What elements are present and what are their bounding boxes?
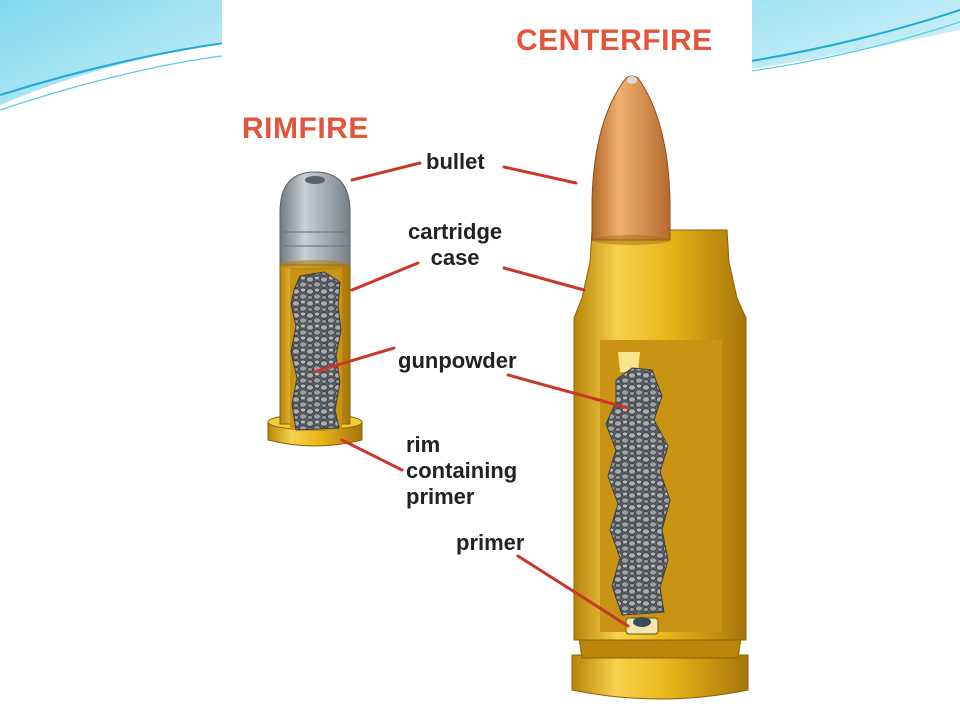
leader-rim-primer (340, 438, 404, 472)
rimfire-title: RIMFIRE (242, 112, 369, 145)
rimfire-gunpowder (290, 271, 342, 431)
centerfire-cartridge (571, 75, 749, 700)
label-primer: primer (456, 530, 525, 555)
label-rim-line2: containing (406, 458, 518, 483)
leader-bullet-rimfire (350, 161, 422, 182)
rimfire-cartridge (267, 171, 363, 447)
label-rim-containing-primer: rim containing primer (406, 432, 517, 510)
label-gunpowder: gunpowder (398, 348, 517, 373)
label-rim-line3: primer (406, 484, 475, 509)
cartridge-diagram: RIMFIRE CENTERFIRE bullet cartridge case… (222, 0, 752, 720)
centerfire-bullet (591, 75, 671, 241)
rimfire-bullet (279, 171, 351, 266)
label-cartridge-line2: case (430, 245, 480, 270)
label-rim-line1: rim (406, 432, 441, 457)
centerfire-gunpowder (605, 367, 671, 616)
label-cartridge-case: cartridge case (408, 219, 502, 271)
leader-case-centerfire (502, 266, 586, 292)
leader-case-rimfire (350, 261, 420, 292)
label-cartridge-line1: cartridge (408, 219, 503, 244)
leader-gunpowder-centerfire (506, 373, 630, 410)
leader-primer-centerfire (516, 554, 630, 628)
centerfire-title: CENTERFIRE (516, 24, 713, 57)
label-bullet: bullet (426, 149, 485, 174)
leader-gunpowder-rimfire (312, 346, 396, 374)
leader-lines (312, 161, 630, 628)
leader-bullet-centerfire (502, 165, 578, 185)
